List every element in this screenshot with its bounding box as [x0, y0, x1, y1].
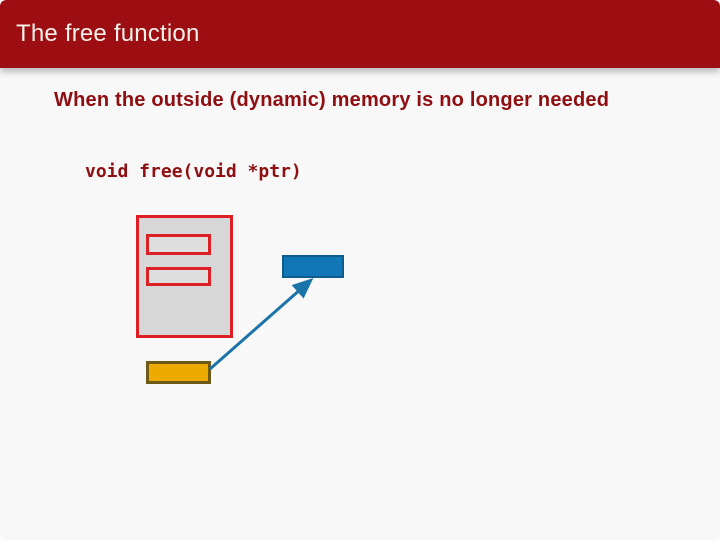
slide-subtitle: When the outside (dynamic) memory is no … — [54, 89, 610, 111]
slide-title: The free function — [16, 20, 200, 47]
code-snippet: void free(void *ptr) — [85, 161, 302, 182]
freed-pointer-box — [146, 361, 211, 384]
allocated-chunk — [146, 267, 211, 286]
allocated-chunk — [146, 234, 211, 255]
slide-title-bar: The free function — [0, 0, 720, 68]
pointer-variable-box — [282, 255, 344, 278]
